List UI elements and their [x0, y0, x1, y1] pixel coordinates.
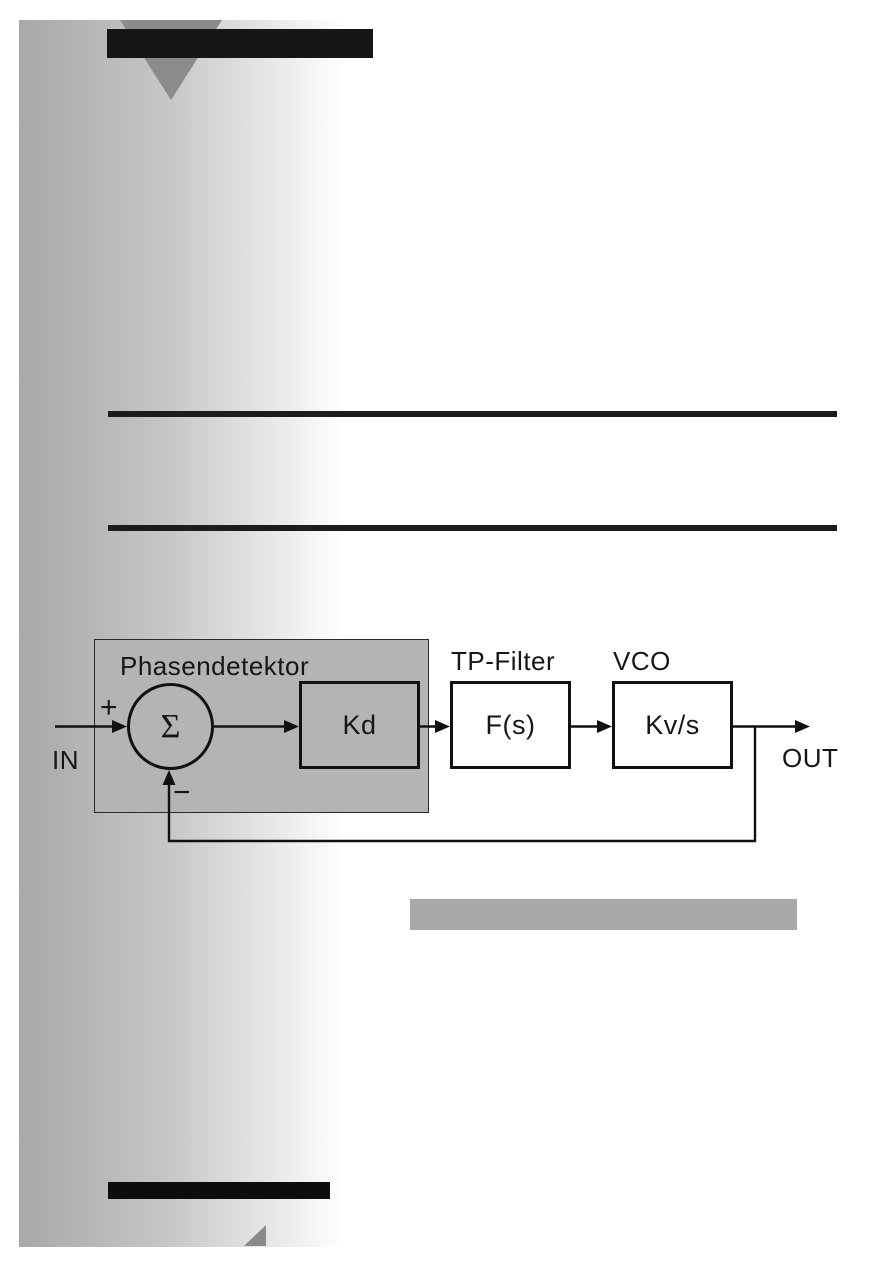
block-vco-label: Kv/s [645, 709, 700, 740]
output-label: OUT [782, 743, 839, 773]
left-gradient-band [19, 20, 346, 1247]
input-label: IN [52, 745, 79, 775]
block-kd-label: Kd [342, 709, 377, 740]
block-vco: Kv/s [612, 681, 733, 769]
block-tp-filter-label: F(s) [485, 709, 536, 740]
highlight-gray-bar [410, 899, 797, 930]
corner-triangle-icon [244, 1225, 266, 1246]
summer-node: Σ [127, 683, 214, 770]
vco-caption: VCO [613, 646, 671, 676]
title-rule-top [108, 411, 837, 417]
sigma-symbol: Σ [160, 707, 181, 745]
arrowhead-filter [435, 720, 450, 733]
plus-sign: + [100, 691, 119, 724]
arrowhead-vco [597, 720, 612, 733]
arrowhead-output [795, 720, 810, 733]
phase-detector-label: Phasendetektor [120, 651, 310, 681]
title-rule-bottom [108, 525, 837, 531]
header-black-bar [107, 29, 373, 58]
tp-filter-caption: TP-Filter [451, 646, 556, 676]
minus-sign: − [173, 776, 192, 809]
block-kd: Kd [299, 681, 420, 769]
block-tp-filter: F(s) [450, 681, 571, 769]
footer-black-bar [108, 1182, 330, 1199]
